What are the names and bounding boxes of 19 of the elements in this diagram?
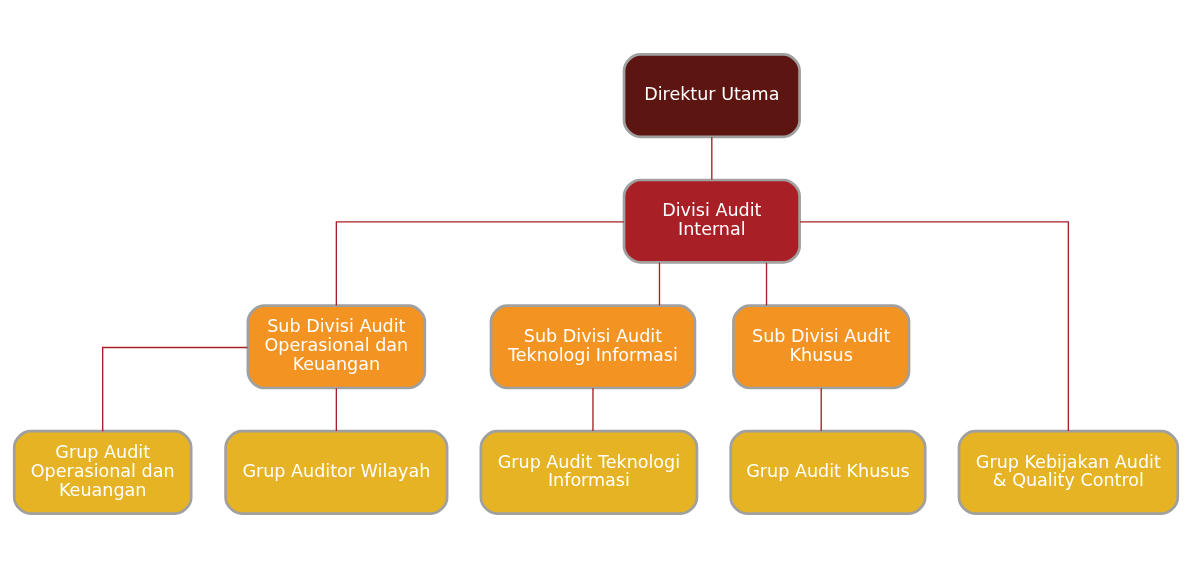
connector bbox=[335, 220, 625, 306]
node-box: Grup Kebijakan Audit & Quality Control bbox=[957, 429, 1180, 515]
node-box: Sub Divisi Audit Operasional dan Keuangan bbox=[246, 303, 427, 389]
connector bbox=[820, 387, 822, 432]
node-box: Grup Audit Khusus bbox=[729, 429, 927, 515]
connector bbox=[765, 261, 768, 306]
node-box: Divisi Audit Internal bbox=[622, 178, 801, 264]
connector bbox=[658, 261, 661, 306]
connector bbox=[102, 346, 249, 432]
connector bbox=[711, 135, 713, 180]
connector bbox=[592, 387, 594, 432]
node-box: Grup Audit Operasional dan Keuangan bbox=[12, 429, 193, 515]
node-box: Sub Divisi Audit Khusus bbox=[732, 303, 911, 389]
node-box: Sub Divisi Audit Teknologi Informasi bbox=[489, 303, 697, 389]
node-box: Grup Audit Teknologi Informasi bbox=[479, 429, 699, 515]
node-box: Direktur Utama bbox=[622, 52, 801, 138]
connector bbox=[799, 220, 1070, 432]
connector bbox=[335, 387, 338, 432]
node-box: Grup Auditor Wilayah bbox=[224, 429, 449, 515]
